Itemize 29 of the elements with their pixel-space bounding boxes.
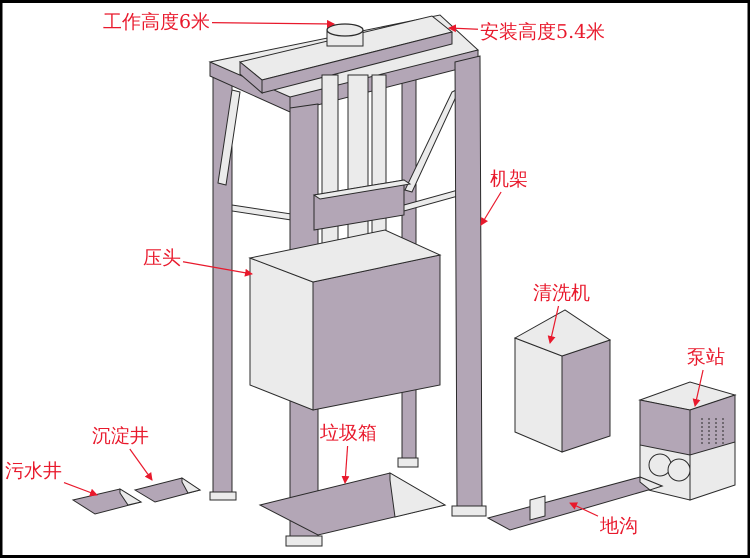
- callout-label: 安装高度5.4米: [480, 21, 606, 43]
- callout-label: 清洗机: [533, 282, 590, 304]
- callout-label: 污水井: [5, 460, 62, 482]
- bin-pit-drawing: [258, 472, 446, 536]
- leader-line: [129, 448, 153, 481]
- leader-line: [448, 24, 478, 32]
- leader-line: [64, 482, 98, 496]
- leader-line: [569, 502, 598, 517]
- leader-line: [692, 370, 704, 407]
- callout-label: 压头: [143, 247, 181, 269]
- callout-label: 垃圾箱: [320, 422, 377, 444]
- leader-line: [182, 261, 253, 277]
- washer-drawing: [514, 309, 612, 453]
- callout-label: 沉淀井: [92, 425, 149, 447]
- press-head-drawing: [248, 229, 442, 411]
- callout-label: 地沟: [600, 515, 638, 537]
- pump-station-drawing: [638, 381, 737, 501]
- callout-label: 泵站: [687, 346, 725, 368]
- callout-label: 机架: [490, 168, 528, 190]
- frame-drawing: [452, 55, 486, 516]
- settling-well-drawing: [134, 477, 202, 503]
- leader-line: [212, 20, 335, 28]
- leader-line: [342, 446, 350, 484]
- sewage-well-drawing: [72, 488, 142, 515]
- top-beam-drawing: [238, 15, 454, 94]
- callout-label: 工作高度6米: [103, 11, 210, 33]
- leader-line: [480, 192, 502, 226]
- leader-line: [548, 306, 560, 344]
- cylinder-drawing: [326, 23, 364, 46]
